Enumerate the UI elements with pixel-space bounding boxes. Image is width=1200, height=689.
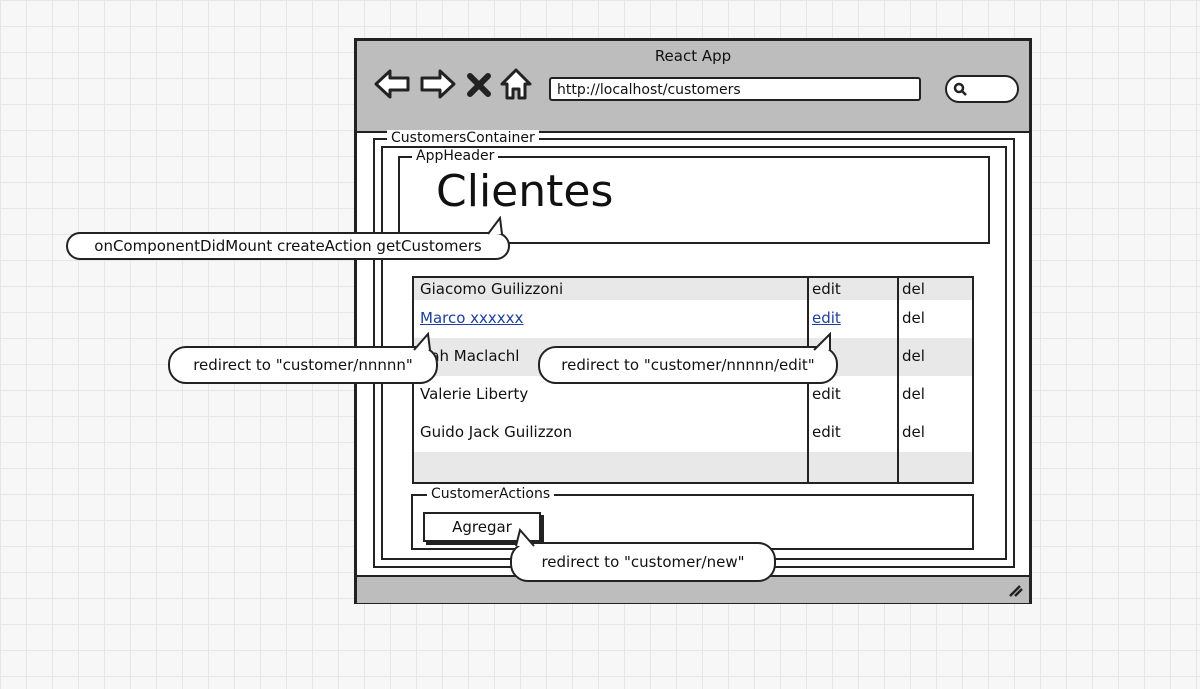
- callout-redirect-customer-tail: [413, 332, 431, 351]
- column-divider: [897, 278, 899, 482]
- back-arrow-icon[interactable]: [373, 67, 411, 101]
- customer-name-link[interactable]: Marco xxxxxx: [420, 309, 524, 327]
- customer-name: Valerie Liberty: [420, 385, 529, 403]
- resize-grip-icon[interactable]: [1007, 583, 1023, 597]
- window-title: React App: [654, 47, 732, 65]
- callout-redirect-edit-text: redirect to "customer/nnnnn/edit": [561, 356, 815, 374]
- close-icon[interactable]: [465, 67, 493, 101]
- customer-name: Guido Jack Guilizzon: [420, 423, 573, 441]
- app-header-label: AppHeader: [412, 148, 499, 164]
- edit-link[interactable]: edit: [812, 423, 841, 441]
- edit-link[interactable]: edit: [812, 280, 841, 298]
- customer-table: Giacomo Guilizzoni edit del Marco xxxxxx…: [412, 276, 974, 484]
- table-row: Guido Jack Guilizzon edit del: [414, 414, 972, 452]
- table-row: Valerie Liberty edit del: [414, 376, 972, 414]
- delete-link[interactable]: del: [902, 280, 925, 298]
- delete-link[interactable]: del: [902, 309, 925, 327]
- search-icon: [953, 82, 967, 96]
- browser-titlebar: React App http://localhost/customers: [357, 41, 1029, 133]
- delete-link[interactable]: del: [902, 347, 925, 365]
- customer-actions-label: CustomerActions: [427, 486, 555, 502]
- page-title: Clientes: [436, 166, 614, 217]
- table-row: Giacomo Guilizzoni edit del: [414, 278, 972, 300]
- callout-redirect-customer: redirect to "customer/nnnnn": [168, 346, 438, 384]
- customer-name: riah Maclachl: [420, 347, 520, 365]
- customers-container-label: CustomersContainer: [387, 130, 539, 146]
- search-field[interactable]: [945, 75, 1019, 103]
- home-icon[interactable]: [499, 67, 533, 101]
- address-bar[interactable]: http://localhost/customers: [549, 77, 921, 101]
- table-row: Marco xxxxxx edit del: [414, 300, 972, 338]
- callout-mount-tail: [487, 216, 503, 235]
- edit-link[interactable]: edit: [812, 309, 841, 327]
- customer-name: Giacomo Guilizzoni: [420, 280, 564, 298]
- callout-redirect-new-text: redirect to "customer/new": [541, 553, 745, 571]
- callout-mount: onComponentDidMount createAction getCust…: [66, 232, 510, 260]
- callout-mount-text: onComponentDidMount createAction getCust…: [94, 237, 482, 255]
- delete-link[interactable]: del: [902, 423, 925, 441]
- edit-link[interactable]: edit: [812, 385, 841, 403]
- table-row-empty: [414, 452, 972, 482]
- delete-link[interactable]: del: [902, 385, 925, 403]
- callout-redirect-edit-tail: [813, 332, 831, 351]
- callout-redirect-customer-text: redirect to "customer/nnnnn": [193, 356, 413, 374]
- callout-redirect-new-tail: [515, 528, 535, 547]
- callout-redirect-edit: redirect to "customer/nnnnn/edit": [538, 346, 838, 384]
- callout-redirect-new: redirect to "customer/new": [510, 542, 776, 582]
- forward-arrow-icon[interactable]: [419, 67, 457, 101]
